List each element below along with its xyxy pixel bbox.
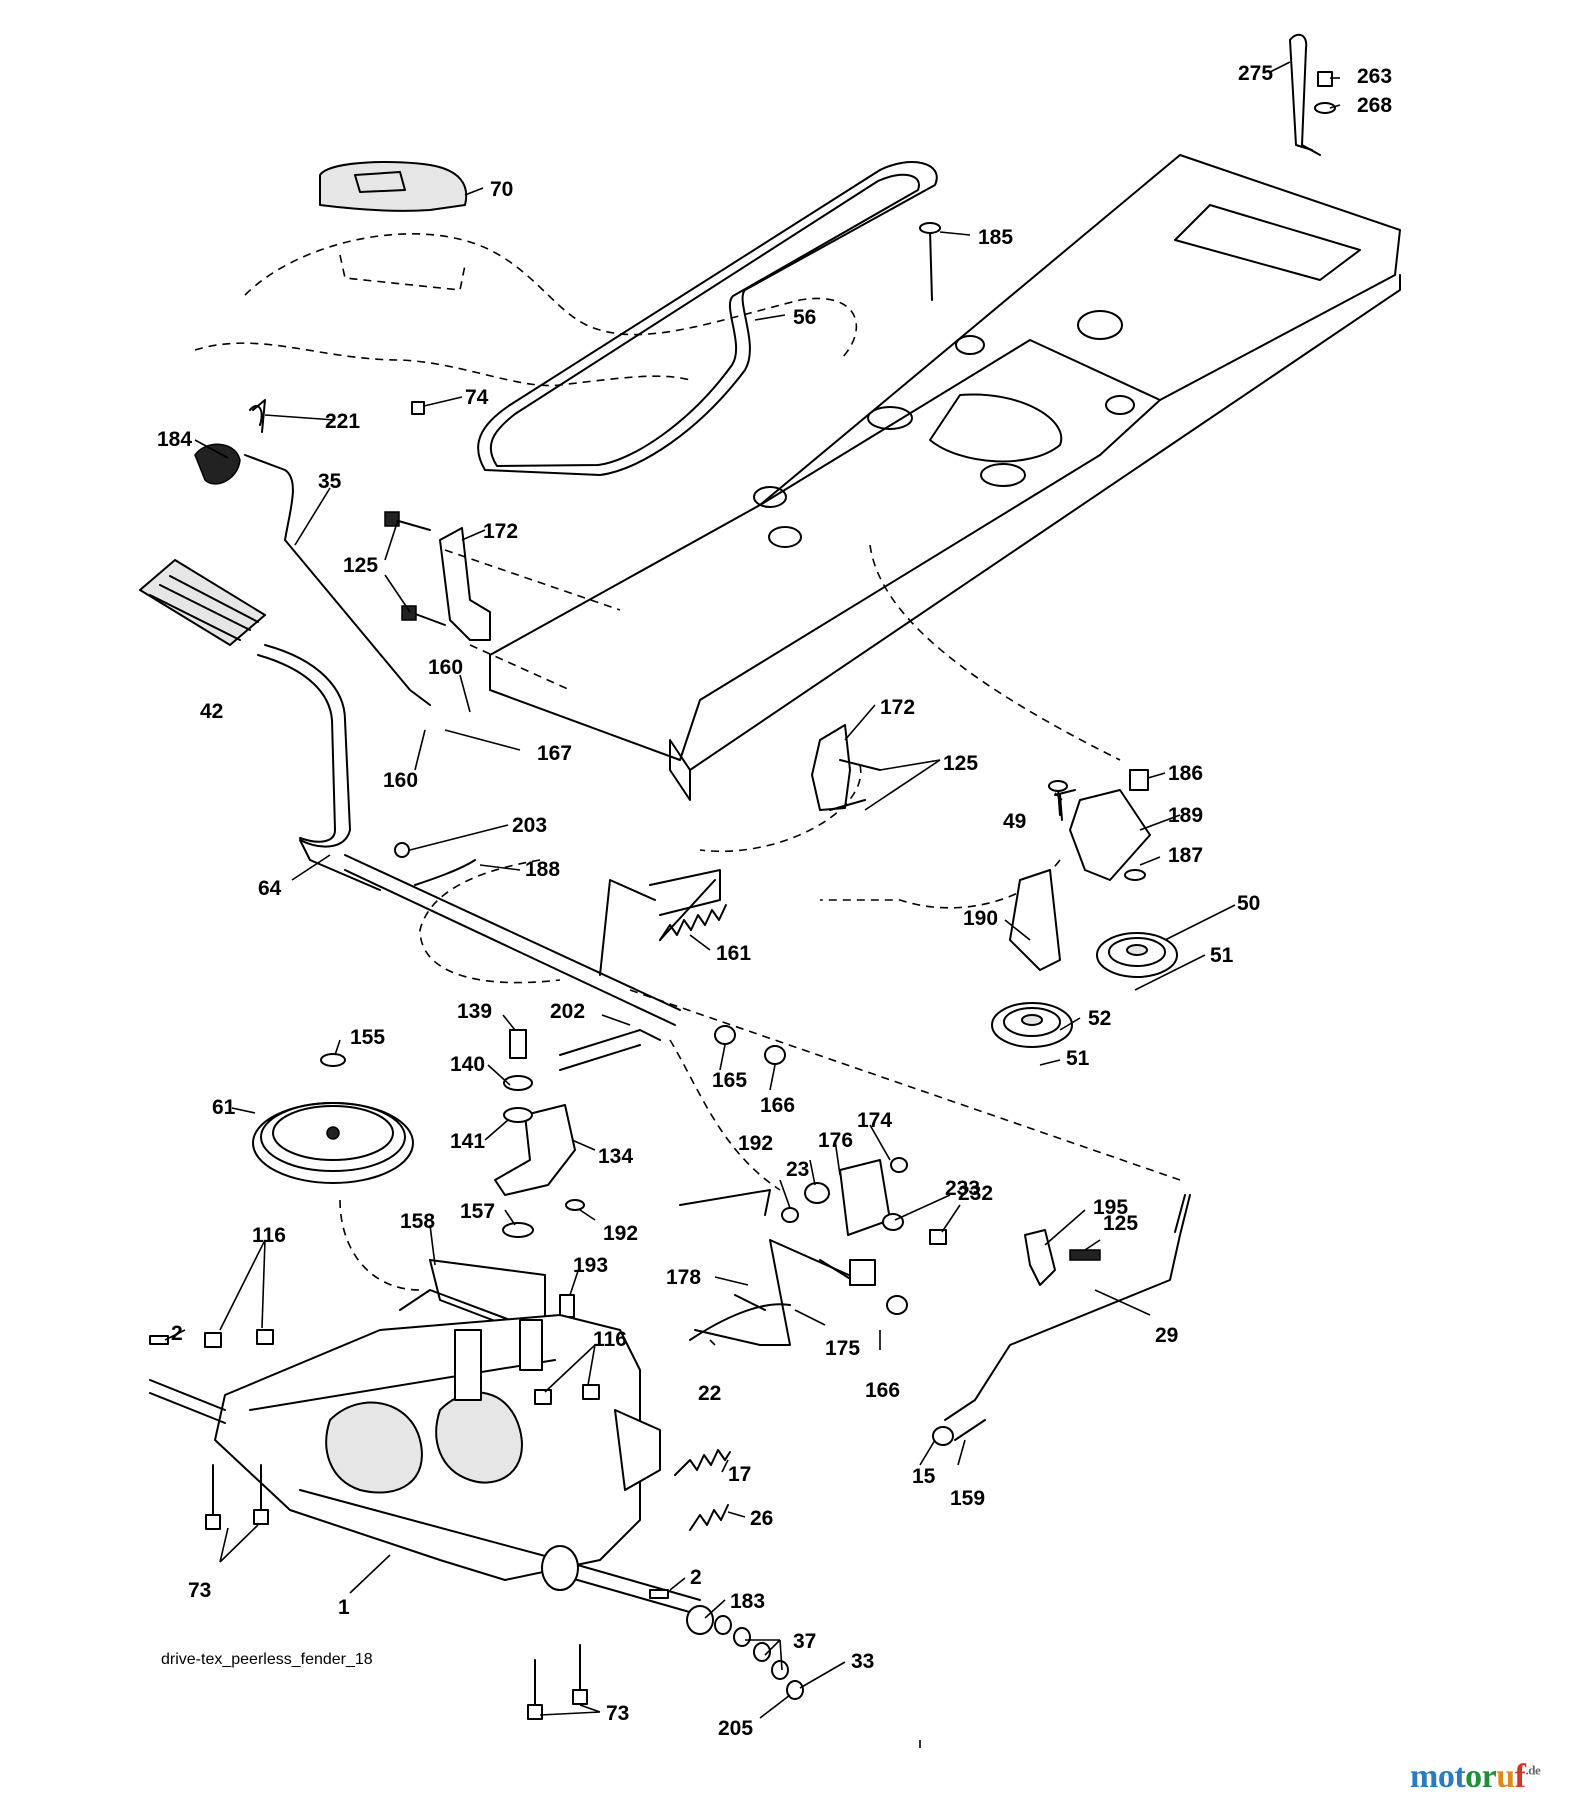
callout-label-172: 172 xyxy=(880,696,915,719)
callout-label-2: 2 xyxy=(690,1566,702,1589)
callout-label-61: 61 xyxy=(212,1096,236,1119)
callout-label-186: 186 xyxy=(1168,762,1203,785)
callout-label-187: 187 xyxy=(1168,844,1203,867)
callout-label-140: 140 xyxy=(450,1053,485,1076)
callout-label-165: 165 xyxy=(712,1069,747,1092)
callout-label-33: 33 xyxy=(851,1650,874,1673)
callout-label-190: 190 xyxy=(963,907,998,930)
callout-label-158: 158 xyxy=(400,1210,435,1233)
callout-label-51: 51 xyxy=(1210,944,1234,967)
callout-label-157: 157 xyxy=(460,1200,495,1223)
callout-label-221: 221 xyxy=(325,410,360,433)
callout-label-160: 160 xyxy=(383,769,418,792)
chassis-frame-part xyxy=(489,154,1401,801)
callout-label-275: 275 xyxy=(1238,62,1273,85)
callout-label-174: 174 xyxy=(857,1109,892,1132)
callout-label-116: 116 xyxy=(252,1224,286,1247)
callout-label-189: 189 xyxy=(1168,804,1203,827)
callout-label-64: 64 xyxy=(258,877,282,900)
callout-label-116: 116 xyxy=(593,1328,627,1351)
callout-label-35: 35 xyxy=(318,470,342,493)
bracket-part-172 xyxy=(384,511,881,811)
callout-label-125: 125 xyxy=(943,752,978,775)
callout-label-161: 161 xyxy=(716,942,751,965)
callout-label-192: 192 xyxy=(603,1222,638,1245)
callout-label-134: 134 xyxy=(598,1145,633,1168)
misc-bolts xyxy=(252,222,1068,816)
callout-label-232: 232 xyxy=(958,1182,993,1205)
transaxle-part-1 xyxy=(149,1314,701,1616)
bracket-part-176 xyxy=(781,1157,947,1245)
callout-label-192: 192 xyxy=(738,1132,773,1155)
callout-label-70: 70 xyxy=(490,178,513,201)
callout-label-185: 185 xyxy=(978,226,1013,249)
callout-label-160: 160 xyxy=(428,656,463,679)
callout-label-139: 139 xyxy=(457,1000,492,1023)
callout-label-15: 15 xyxy=(912,1465,936,1488)
callout-label-74: 74 xyxy=(465,386,489,409)
bracket-part-134 xyxy=(494,1029,585,1238)
callout-label-172: 172 xyxy=(483,520,518,543)
control-rod-part-29 xyxy=(932,1194,1191,1446)
callout-label-23: 23 xyxy=(786,1158,809,1181)
callout-label-73: 73 xyxy=(606,1702,629,1725)
diagram-caption: drive-tex_peerless_fender_18 xyxy=(161,1651,373,1668)
leader-lines xyxy=(164,61,1341,1719)
drive-pulley-part-61 xyxy=(252,1053,414,1184)
callout-label-166: 166 xyxy=(865,1379,900,1402)
axle-washers xyxy=(686,1605,804,1700)
callout-label-166: 166 xyxy=(760,1094,795,1117)
springs xyxy=(659,904,731,1531)
drive-belt-part xyxy=(477,161,938,476)
callout-label-176: 176 xyxy=(818,1129,853,1152)
linkage-rod xyxy=(344,842,721,1026)
callout-label-155: 155 xyxy=(350,1026,385,1049)
callout-label-37: 37 xyxy=(793,1630,816,1653)
callout-label-125: 125 xyxy=(343,554,378,577)
idler-pulley-assembly xyxy=(991,769,1178,1048)
callout-label-22: 22 xyxy=(698,1382,721,1405)
callout-label-73: 73 xyxy=(188,1579,211,1602)
callout-label-159: 159 xyxy=(950,1487,985,1510)
callout-label-183: 183 xyxy=(730,1590,765,1613)
callout-label-141: 141 xyxy=(450,1130,485,1153)
callout-label-268: 268 xyxy=(1357,94,1392,117)
callout-label-205: 205 xyxy=(718,1717,753,1740)
callout-label-42: 42 xyxy=(200,700,223,723)
fender-console-part xyxy=(319,161,468,212)
watermark-logo: motoruf.de xyxy=(1410,1758,1541,1795)
lever-assembly xyxy=(679,1189,908,1346)
callout-label-49: 49 xyxy=(1003,810,1026,833)
callout-label-203: 203 xyxy=(512,814,547,837)
callout-label-50: 50 xyxy=(1237,892,1260,915)
callout-label-233: 233 xyxy=(945,1177,980,1200)
callout-label-193: 193 xyxy=(573,1254,608,1277)
callout-label-175: 175 xyxy=(825,1337,860,1360)
callout-label-125: 125 xyxy=(1103,1212,1138,1235)
callout-label-202: 202 xyxy=(550,1000,585,1023)
callout-label-56: 56 xyxy=(793,306,816,329)
control-rod-part-202 xyxy=(559,1025,786,1071)
callout-label-26: 26 xyxy=(750,1507,773,1530)
callout-label-2: 2 xyxy=(171,1322,183,1345)
callout-label-1: 1 xyxy=(338,1596,350,1619)
callout-label-263: 263 xyxy=(1357,65,1392,88)
callout-label-188: 188 xyxy=(525,858,560,881)
callout-label-52: 52 xyxy=(1088,1007,1111,1030)
callout-label-195: 195 xyxy=(1093,1196,1128,1219)
callout-label-17: 17 xyxy=(728,1463,751,1486)
handle-part-275 xyxy=(1289,33,1336,156)
callout-label-184: 184 xyxy=(157,428,192,451)
callout-label-178: 178 xyxy=(666,1266,701,1289)
fender-outline xyxy=(194,233,858,387)
callout-label-167: 167 xyxy=(537,742,572,765)
callout-label-51: 51 xyxy=(1066,1047,1090,1070)
pedal-assembly xyxy=(139,405,431,891)
callout-label-29: 29 xyxy=(1155,1324,1178,1347)
fasteners xyxy=(149,1329,669,1720)
